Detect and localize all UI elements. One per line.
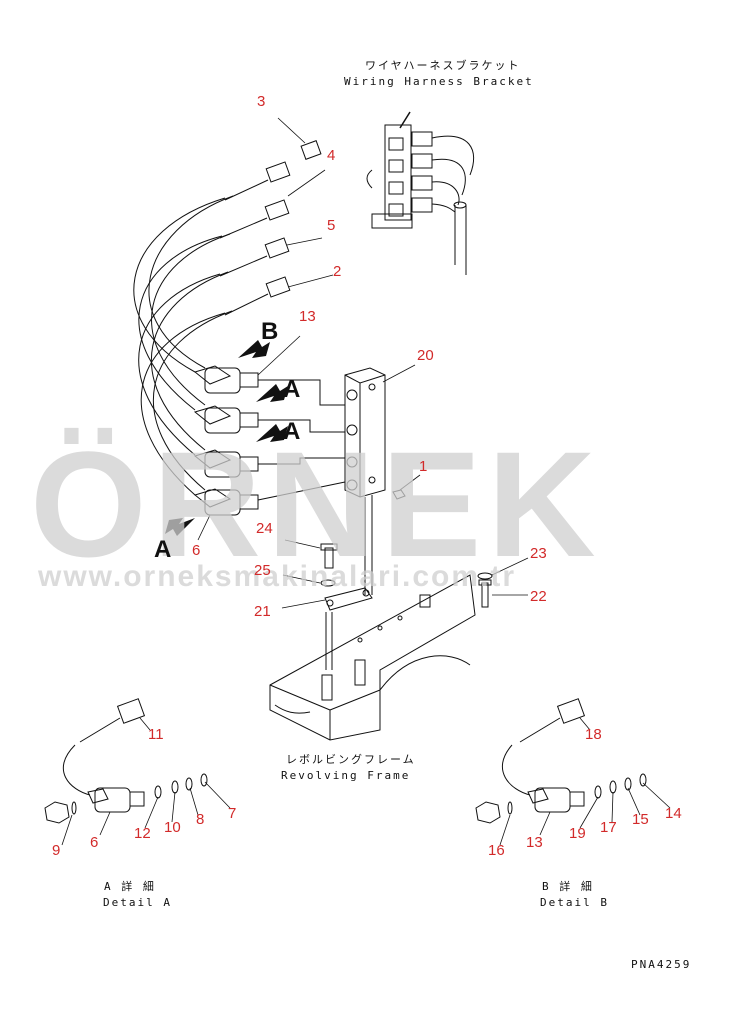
detail-b-label-en: Detail B bbox=[540, 896, 609, 909]
watermark-url: www.orneksmakinalari.com.tr bbox=[38, 560, 517, 593]
callout-16: 16 bbox=[488, 842, 505, 859]
callout-7: 7 bbox=[228, 805, 237, 822]
callout-1: 1 bbox=[419, 458, 428, 475]
callout-21: 21 bbox=[254, 603, 271, 620]
callout-19: 19 bbox=[569, 825, 586, 842]
wiring-harness-bracket bbox=[366, 111, 475, 275]
callout-13-detail: 13 bbox=[526, 834, 543, 851]
detail-b-drawing bbox=[475, 698, 647, 824]
detail-b-label-jp: B 詳 細 bbox=[542, 880, 594, 893]
callout-20: 20 bbox=[417, 347, 434, 364]
callout-15: 15 bbox=[632, 811, 649, 828]
callout-18: 18 bbox=[585, 726, 602, 743]
callout-6-detail: 6 bbox=[90, 834, 99, 851]
callout-2: 2 bbox=[333, 263, 342, 280]
view-arrow-a2 bbox=[256, 424, 288, 442]
callout-14: 14 bbox=[665, 805, 682, 822]
valve-block bbox=[257, 367, 406, 595]
callout-13: 13 bbox=[299, 308, 316, 325]
view-letter-b: B bbox=[261, 318, 279, 345]
view-arrow-b bbox=[238, 340, 270, 358]
callout-4: 4 bbox=[327, 147, 336, 164]
harness-cables bbox=[133, 195, 234, 496]
frame-label-en: Revolving Frame bbox=[281, 769, 411, 782]
leader-lines bbox=[61, 117, 671, 846]
callout-17: 17 bbox=[600, 819, 617, 836]
bracket-label-jp: ワイヤハーネスブラケット bbox=[365, 59, 521, 72]
view-arrows bbox=[165, 340, 288, 536]
callout-23: 23 bbox=[530, 545, 547, 562]
callout-12: 12 bbox=[134, 825, 151, 842]
callout-3: 3 bbox=[257, 93, 266, 110]
callout-11: 11 bbox=[148, 726, 164, 743]
drawing-code: PNA4259 bbox=[631, 958, 692, 971]
mounting-bracket bbox=[320, 543, 493, 670]
view-letter-a3: A bbox=[154, 536, 172, 563]
bracket-label-en: Wiring Harness Bracket bbox=[344, 75, 534, 88]
callout-25: 25 bbox=[254, 562, 271, 579]
frame-label-jp: レボルビングフレーム bbox=[286, 753, 416, 766]
view-letter-a2: A bbox=[283, 418, 301, 445]
view-letter-a1: A bbox=[283, 376, 301, 403]
callout-24: 24 bbox=[256, 520, 273, 537]
revolving-frame bbox=[269, 574, 476, 741]
callout-10: 10 bbox=[164, 819, 181, 836]
detail-a-label-en: Detail A bbox=[103, 896, 172, 909]
view-arrow-a3 bbox=[165, 518, 195, 536]
connectors bbox=[219, 140, 322, 316]
watermark-brand: ÖRNEK bbox=[30, 420, 602, 588]
detail-a-drawing bbox=[44, 698, 208, 824]
callout-6: 6 bbox=[192, 542, 201, 559]
view-arrow-a1 bbox=[256, 384, 288, 402]
callout-9: 9 bbox=[52, 842, 61, 859]
callout-22: 22 bbox=[530, 588, 547, 605]
callout-8: 8 bbox=[196, 811, 205, 828]
detail-a-label-jp: A 詳 細 bbox=[104, 880, 156, 893]
callout-5: 5 bbox=[327, 217, 336, 234]
